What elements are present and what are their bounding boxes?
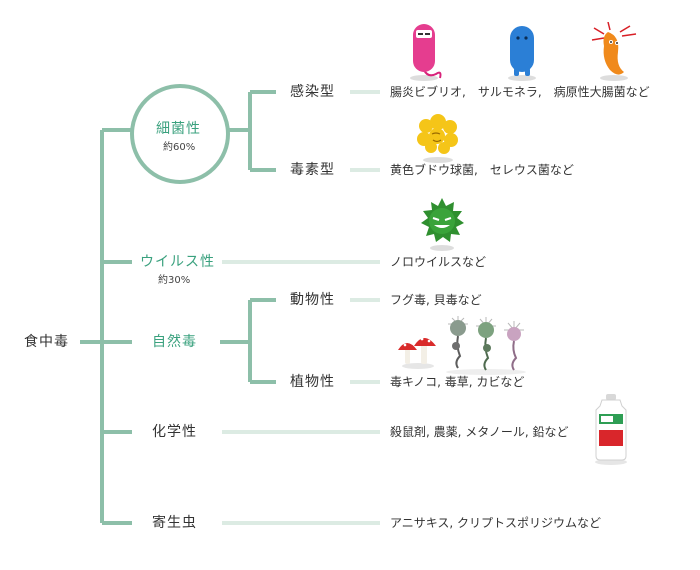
blue-bacteria-icon — [508, 26, 536, 81]
type-plant-examples: 毒キノコ, 毒草, カビなど — [390, 375, 525, 389]
bacteria-category-ring — [130, 84, 230, 184]
category-chemical-label: 化学性 — [152, 424, 197, 440]
category-natural-toxin-label: 自然毒 — [152, 334, 197, 350]
type-animal-label: 動物性 — [290, 292, 335, 308]
mold-icon — [446, 316, 526, 375]
category-parasite-label: 寄生虫 — [152, 515, 197, 531]
type-toxin-label: 毒素型 — [290, 162, 335, 178]
category-bacteria-label: 細菌性 — [156, 121, 201, 137]
root-label: 食中毒 — [24, 334, 69, 350]
category-parasite-examples: アニサキス, クリプトスポリジウムなど — [390, 516, 602, 530]
type-infection-label: 感染型 — [290, 84, 335, 100]
category-bacteria-share: 約60% — [163, 142, 196, 153]
norovirus-icon — [421, 198, 464, 251]
type-toxin-examples: 黄色ブドウ球菌, セレウス菌など — [390, 163, 574, 177]
chemical-bottle-icon — [595, 394, 627, 465]
mushroom-icon — [398, 335, 436, 369]
category-chemical-examples: 殺鼠剤, 農薬, メタノール, 鉛など — [390, 425, 569, 439]
category-virus-share: 約30% — [158, 275, 191, 286]
type-plant-label: 植物性 — [290, 374, 335, 390]
category-virus-label: ウイルス性 — [140, 254, 215, 270]
pink-bacteria-icon — [410, 24, 442, 81]
type-infection-examples: 腸炎ビブリオ, サルモネラ, 病原性大腸菌など — [390, 85, 650, 99]
orange-bacteria-icon — [591, 22, 637, 81]
staphylococcus-icon — [417, 114, 458, 163]
type-animal-examples: フグ毒, 貝毒など — [390, 293, 482, 307]
category-virus-examples: ノロウイルスなど — [390, 255, 487, 269]
